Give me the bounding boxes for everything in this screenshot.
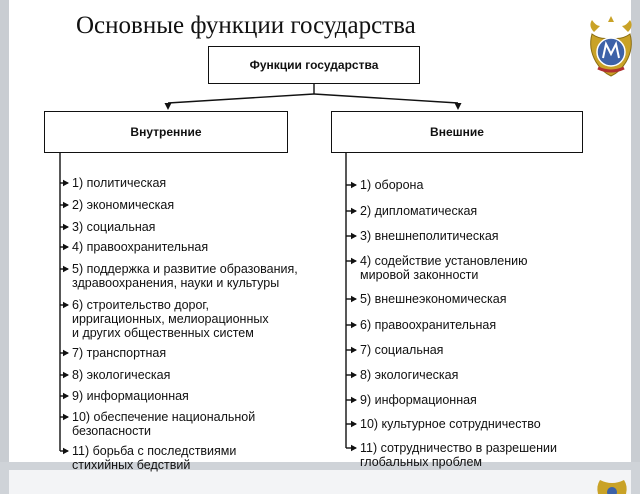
root-node-label: Функции государства xyxy=(249,58,379,72)
external-item: 2) дипломатическая xyxy=(360,204,478,218)
internal-item: 8) экологическая xyxy=(72,368,171,382)
external-arrowhead xyxy=(454,103,462,110)
internal-item-arrowhead xyxy=(63,371,69,379)
external-item-arrowhead xyxy=(351,396,357,404)
external-item-arrowhead xyxy=(351,420,357,428)
external-item: 1) оборона xyxy=(360,178,424,192)
external-item-arrowhead xyxy=(351,321,357,329)
internal-node-label: Внутренние xyxy=(130,125,202,139)
root-to-external-line xyxy=(313,93,459,104)
external-item-arrowhead xyxy=(351,181,357,189)
internal-item: 5) поддержка и развитие образования,здра… xyxy=(72,262,298,290)
external-item: 3) внешнеполитическая xyxy=(360,229,499,243)
internal-node-box: Внутренние xyxy=(44,111,288,153)
slide-title: Основные функции государства xyxy=(76,12,416,39)
internal-item-arrowhead xyxy=(63,243,69,251)
external-item-arrowhead xyxy=(351,346,357,354)
internal-arrowhead xyxy=(164,103,172,110)
university-emblem-icon xyxy=(590,16,632,77)
internal-item-arrowhead xyxy=(63,447,69,455)
external-item: 5) внешнеэкономическая xyxy=(360,292,507,306)
external-item-arrowhead xyxy=(351,444,357,452)
external-item-arrowhead xyxy=(351,232,357,240)
external-item-arrowhead xyxy=(351,207,357,215)
external-item-arrowhead xyxy=(351,371,357,379)
internal-item-arrowhead xyxy=(63,349,69,357)
external-item: 9) информационная xyxy=(360,393,477,407)
right-frame-edge xyxy=(631,0,640,494)
external-item: 8) экологическая xyxy=(360,368,459,382)
internal-item: 1) политическая xyxy=(72,176,167,190)
internal-item: 3) социальная xyxy=(72,220,156,234)
internal-item: 9) информационная xyxy=(72,389,189,403)
external-item: 10) культурное сотрудничество xyxy=(360,417,541,431)
external-node-label: Внешние xyxy=(430,125,484,139)
external-item-arrowhead xyxy=(351,295,357,303)
internal-item: 2) экономическая xyxy=(72,198,175,212)
internal-item: 7) транспортная xyxy=(72,346,167,360)
left-frame-edge xyxy=(0,0,9,494)
root-node-box: Функции государства xyxy=(208,46,420,84)
root-to-internal-line xyxy=(167,93,315,104)
internal-item-arrowhead xyxy=(63,413,69,421)
internal-item-arrowhead xyxy=(63,301,69,309)
internal-item-arrowhead xyxy=(63,201,69,209)
external-item-arrowhead xyxy=(351,257,357,265)
internal-item: 6) строительство дорог,ирригационных, ме… xyxy=(72,298,269,340)
external-item: 7) социальная xyxy=(360,343,444,357)
internal-item-arrowhead xyxy=(63,223,69,231)
internal-item-arrowhead xyxy=(63,179,69,187)
external-item: 6) правоохранительная xyxy=(360,318,497,332)
internal-item: 4) правоохранительная xyxy=(72,240,209,254)
next-slide-strip xyxy=(9,470,631,494)
internal-item-arrowhead xyxy=(63,392,69,400)
university-emblem-icon-bottom xyxy=(597,480,627,494)
external-node-box: Внешние xyxy=(331,111,583,153)
internal-item-arrowhead xyxy=(63,265,69,273)
